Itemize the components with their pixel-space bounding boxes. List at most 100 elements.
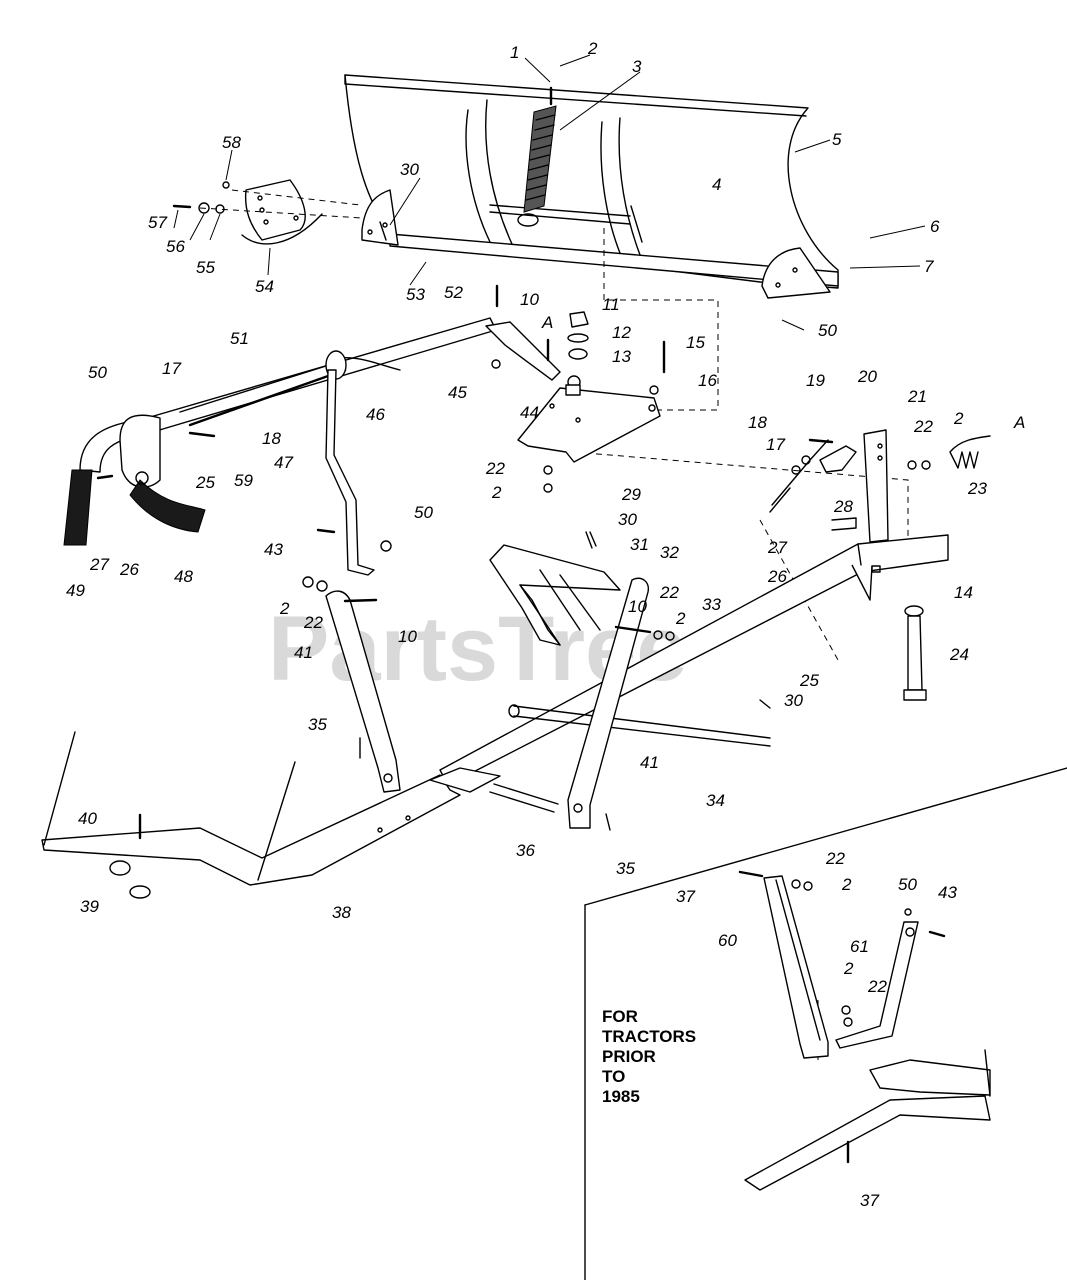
callout-57: 57 [148, 213, 167, 232]
callout-14: 14 [954, 583, 973, 602]
callout-40: 40 [78, 809, 97, 828]
bracket-44 [485, 284, 561, 381]
callout-49: 49 [66, 581, 85, 600]
callout-55: 55 [196, 258, 215, 277]
callout-53: 53 [406, 285, 425, 304]
callout-18: 18 [262, 429, 281, 448]
callout-56: 56 [166, 237, 185, 256]
callout-37b: 37 [860, 1191, 879, 1210]
callout-22d: 22 [659, 583, 679, 602]
note-line-1: FOR [602, 1007, 638, 1026]
callout-48: 48 [174, 567, 193, 586]
callout-15: 15 [686, 333, 705, 352]
frame-38 [41, 731, 501, 899]
spring-3 [517, 86, 557, 227]
callout-60: 60 [718, 931, 737, 950]
callout-54: 54 [255, 277, 274, 296]
callout-21: 21 [907, 387, 927, 406]
callout-22b: 22 [485, 459, 505, 478]
callout-11: 11 [602, 295, 620, 314]
callout-20: 20 [857, 367, 877, 386]
callout-23: 23 [967, 479, 987, 498]
callout-27: 27 [89, 555, 109, 574]
callout-50c: 50 [414, 503, 433, 522]
callout-41: 41 [294, 643, 313, 662]
callout-24: 24 [949, 645, 969, 664]
inset-bracket-61 [835, 908, 946, 1049]
callout-2d: 2 [279, 599, 290, 618]
callout-52: 52 [444, 283, 463, 302]
hardware-11-12-13 [567, 311, 589, 360]
skid-shoe-54 [241, 179, 323, 245]
callout-25b: 25 [799, 671, 819, 690]
callout-37: 37 [676, 887, 695, 906]
callout-A: A [541, 313, 553, 332]
inset-note: FOR TRACTORS PRIOR TO 1985 [602, 1007, 696, 1106]
callout-44: 44 [520, 403, 539, 422]
callout-2g: 2 [843, 959, 854, 978]
note-line-2: TRACTORS [602, 1027, 696, 1046]
callout-5: 5 [832, 130, 842, 149]
bracket-31 [489, 544, 621, 646]
lever-47 [316, 369, 392, 576]
callout-22e: 22 [825, 849, 845, 868]
cable-bracket-assembly [769, 429, 991, 543]
callout-10b: 10 [398, 627, 417, 646]
callout-31: 31 [630, 535, 649, 554]
callout-17b: 17 [766, 435, 785, 454]
callout-35: 35 [308, 715, 327, 734]
callout-17: 17 [162, 359, 181, 378]
callout-Ab: A [1013, 413, 1025, 432]
inset-border-top [584, 767, 1067, 906]
callout-58: 58 [222, 133, 241, 152]
hardware-57-56-55 [172, 181, 230, 214]
callout-30c: 30 [784, 691, 803, 710]
inset-frame [744, 1049, 991, 1191]
callout-2: 2 [587, 39, 598, 58]
callout-10: 10 [520, 290, 539, 309]
callout-29: 29 [621, 485, 641, 504]
callout-33: 33 [702, 595, 721, 614]
callout-27b: 27 [767, 538, 787, 557]
callout-30: 30 [400, 160, 419, 179]
pin-36 [489, 783, 559, 813]
callout-61: 61 [850, 937, 869, 956]
callout-22: 22 [913, 417, 933, 436]
plow-blade [344, 74, 839, 299]
callout-46: 46 [366, 405, 385, 424]
callout-3: 3 [632, 57, 642, 76]
note-line-3: PRIOR [602, 1047, 656, 1066]
callout-43: 43 [264, 540, 283, 559]
callout-2e: 2 [675, 609, 686, 628]
callout-34: 34 [706, 791, 725, 810]
guide-dash-2 [573, 451, 909, 540]
callout-22c: 22 [303, 613, 323, 632]
callout-25: 25 [195, 473, 215, 492]
callout-39: 39 [80, 897, 99, 916]
callout-16: 16 [698, 371, 717, 390]
callout-28: 28 [833, 497, 853, 516]
callout-2c: 2 [491, 483, 502, 502]
callout-19: 19 [806, 371, 825, 390]
callout-50: 50 [818, 321, 837, 340]
note-line-4: TO [602, 1067, 625, 1086]
plate-29 [517, 338, 666, 493]
callout-13: 13 [612, 347, 631, 366]
rod-34 [508, 704, 771, 747]
callout-35b: 35 [616, 859, 635, 878]
callout-6: 6 [930, 217, 940, 236]
arm-41-right [567, 577, 675, 829]
cotter-pins [359, 205, 771, 831]
callout-26b: 26 [767, 567, 787, 586]
callout-2b: 2 [953, 409, 964, 428]
callout-59: 59 [234, 471, 253, 490]
callout-1: 1 [510, 43, 519, 62]
callout-12: 12 [612, 323, 631, 342]
note-line-5: 1985 [602, 1087, 640, 1106]
callout-41b: 41 [640, 753, 659, 772]
callout-30b: 30 [618, 510, 637, 529]
callout-47: 47 [274, 453, 293, 472]
callout-38: 38 [332, 903, 351, 922]
guide-dash-1 [603, 228, 719, 411]
